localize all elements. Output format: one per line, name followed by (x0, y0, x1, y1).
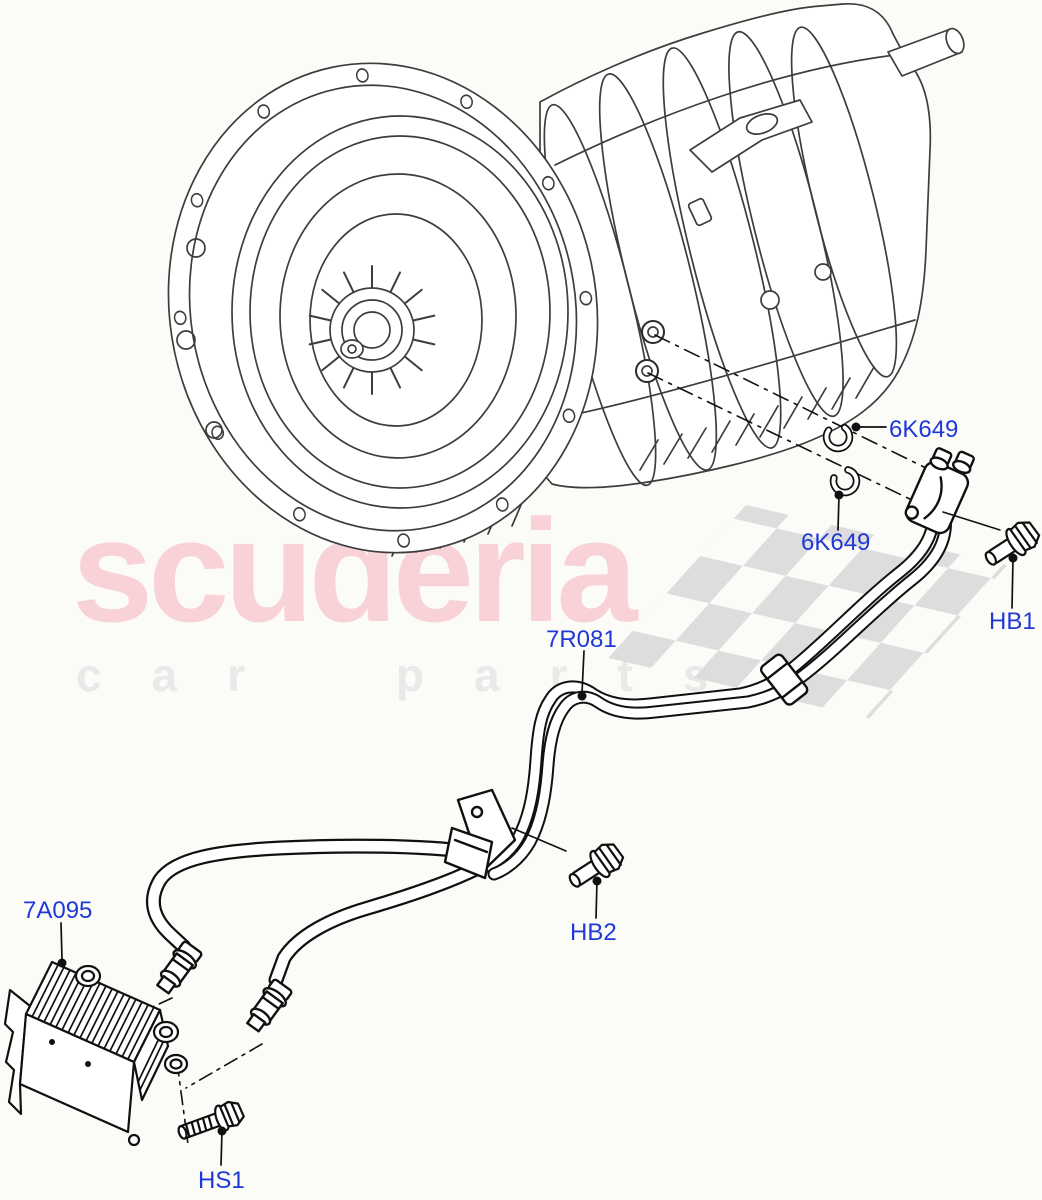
watermark-tagline: car parts (76, 649, 759, 701)
centerlines (647, 334, 931, 503)
tube-end-fitting (904, 447, 975, 535)
cooler-port-mid (152, 1020, 180, 1044)
quick-connector-upper (151, 938, 206, 999)
part-label-hs1[interactable]: HS1 (198, 1167, 245, 1194)
hose-upper (145, 838, 478, 955)
part-label-hb1[interactable]: HB1 (989, 608, 1036, 635)
quick-connector-lower (241, 976, 296, 1037)
bell-housing (167, 62, 599, 554)
part-label-hb2[interactable]: HB2 (570, 919, 617, 946)
cooler-port-low (163, 1053, 189, 1075)
hose-lower (268, 860, 486, 988)
part-label-7a095[interactable]: 7A095 (23, 897, 93, 924)
bolt-hb2-drawing[interactable] (562, 837, 629, 897)
oil-cooler-drawing[interactable] (3, 960, 189, 1147)
cooler-fins (31, 964, 155, 1060)
part-label-6k649-upper[interactable]: 6K649 (889, 416, 959, 443)
leader-dots (57, 422, 1018, 1136)
torque-converter-hub (308, 265, 436, 395)
cooler-port-top (74, 964, 102, 988)
oil-cooler-tube-assembly[interactable] (145, 441, 979, 1037)
leader-lines (60, 426, 1014, 1166)
tube-clamp (759, 653, 809, 706)
retaining-clip-lower[interactable] (831, 467, 859, 495)
oil-pan-ribs (639, 366, 875, 471)
tube-bracket (443, 788, 517, 880)
cooler-front-face (18, 1012, 136, 1134)
transmission-drawing (167, 2, 965, 557)
part-label-7r081[interactable]: 7R081 (546, 626, 617, 653)
tube-front (487, 496, 952, 881)
bolt-alignment-lines (511, 511, 1001, 852)
part-label-6k649-lower[interactable]: 6K649 (801, 529, 871, 556)
